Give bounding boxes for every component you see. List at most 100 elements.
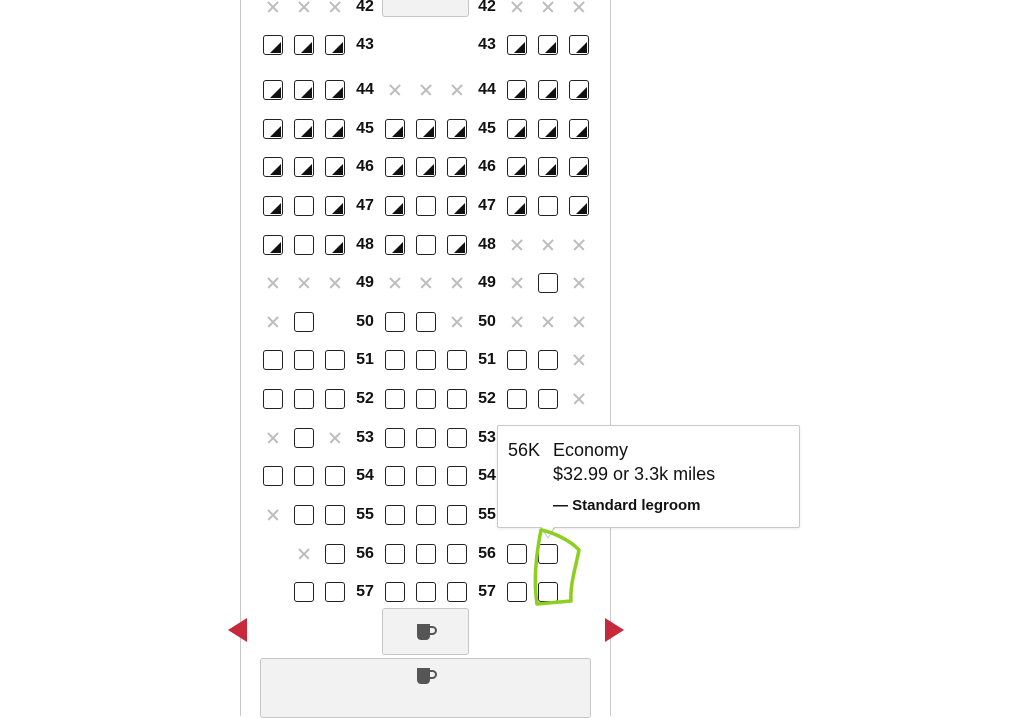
seat-43-left-1[interactable] [263, 35, 283, 55]
seat-46-right-3[interactable] [569, 157, 589, 177]
seat-53-left-2[interactable] [294, 428, 314, 448]
seat-52-center-3[interactable] [447, 389, 467, 409]
seat-45-right-1[interactable] [507, 119, 527, 139]
seat-54-left-1[interactable] [263, 466, 283, 486]
seat-47-right-3[interactable] [569, 196, 589, 216]
seat-56-center-1[interactable] [385, 544, 405, 564]
seat-47-center-3[interactable] [447, 196, 467, 216]
seat-43-left-3[interactable] [325, 35, 345, 55]
seat-46-right-2[interactable] [538, 157, 558, 177]
seat-47-right-1[interactable] [507, 196, 527, 216]
seat-45-left-2[interactable] [294, 119, 314, 139]
seat-55-left-2[interactable] [294, 505, 314, 525]
seat-57-right-2[interactable] [538, 582, 558, 602]
seat-53-center-2[interactable] [416, 428, 436, 448]
seat-52-right-2[interactable] [538, 389, 558, 409]
unavailable-seat-icon [569, 312, 589, 332]
seat-52-right-1[interactable] [507, 389, 527, 409]
seat-44-left-1[interactable] [263, 80, 283, 100]
seat-52-left-1[interactable] [263, 389, 283, 409]
seat-47-center-1[interactable] [385, 196, 405, 216]
seat-50-center-1[interactable] [385, 312, 405, 332]
seat-43-left-2[interactable] [294, 35, 314, 55]
seat-51-center-2[interactable] [416, 350, 436, 370]
seat-48-center-1[interactable] [385, 235, 405, 255]
seat-52-center-1[interactable] [385, 389, 405, 409]
seat-46-center-1[interactable] [385, 157, 405, 177]
seat-43-right-3[interactable] [569, 35, 589, 55]
seat-44-left-3[interactable] [325, 80, 345, 100]
seat-56-center-2[interactable] [416, 544, 436, 564]
seat-46-left-3[interactable] [325, 157, 345, 177]
seat-56-right-1[interactable] [507, 544, 527, 564]
seat-51-left-3[interactable] [325, 350, 345, 370]
seat-51-center-1[interactable] [385, 350, 405, 370]
seat-57-center-3[interactable] [447, 582, 467, 602]
seat-47-left-1[interactable] [263, 196, 283, 216]
seat-51-right-1[interactable] [507, 350, 527, 370]
seat-47-center-2[interactable] [416, 196, 436, 216]
seat-48-left-3[interactable] [325, 235, 345, 255]
seat-48-center-3[interactable] [447, 235, 467, 255]
seat-45-center-2[interactable] [416, 119, 436, 139]
seat-54-center-2[interactable] [416, 466, 436, 486]
seat-51-left-2[interactable] [294, 350, 314, 370]
seat-56-right-2[interactable] [538, 544, 558, 564]
seat-49-right-2[interactable] [538, 273, 558, 293]
seat-45-left-3[interactable] [325, 119, 345, 139]
seat-48-left-1[interactable] [263, 235, 283, 255]
seat-45-right-3[interactable] [569, 119, 589, 139]
unavailable-seat-icon [325, 428, 345, 448]
seat-55-left-3[interactable] [325, 505, 345, 525]
seat-50-left-2[interactable] [294, 312, 314, 332]
seat-51-center-3[interactable] [447, 350, 467, 370]
seat-57-right-1[interactable] [507, 582, 527, 602]
seat-50-center-2[interactable] [416, 312, 436, 332]
seat-47-left-3[interactable] [325, 196, 345, 216]
seat-57-left-3[interactable] [325, 582, 345, 602]
seat-43-right-1[interactable] [507, 35, 527, 55]
seat-53-center-1[interactable] [385, 428, 405, 448]
seat-52-center-2[interactable] [416, 389, 436, 409]
seat-47-left-2[interactable] [294, 196, 314, 216]
seat-46-right-1[interactable] [507, 157, 527, 177]
seat-54-left-2[interactable] [294, 466, 314, 486]
seat-44-right-2[interactable] [538, 80, 558, 100]
seat-47-right-2[interactable] [538, 196, 558, 216]
seat-56-left-3[interactable] [325, 544, 345, 564]
seat-44-right-3[interactable] [569, 80, 589, 100]
seat-54-center-1[interactable] [385, 466, 405, 486]
seat-44-left-2[interactable] [294, 80, 314, 100]
row-number: 42 [478, 0, 496, 15]
seat-52-left-3[interactable] [325, 389, 345, 409]
seat-51-left-1[interactable] [263, 350, 283, 370]
seat-48-left-2[interactable] [294, 235, 314, 255]
seat-45-center-1[interactable] [385, 119, 405, 139]
seat-43-right-2[interactable] [538, 35, 558, 55]
seat-57-center-1[interactable] [385, 582, 405, 602]
seat-54-left-3[interactable] [325, 466, 345, 486]
seat-46-center-2[interactable] [416, 157, 436, 177]
seat-57-center-2[interactable] [416, 582, 436, 602]
seat-52-left-2[interactable] [294, 389, 314, 409]
seat-53-center-3[interactable] [447, 428, 467, 448]
seat-55-center-3[interactable] [447, 505, 467, 525]
unavailable-seat-icon [569, 350, 589, 370]
seat-44-right-1[interactable] [507, 80, 527, 100]
seat-46-left-2[interactable] [294, 157, 314, 177]
seat-55-center-2[interactable] [416, 505, 436, 525]
seat-51-right-2[interactable] [538, 350, 558, 370]
seat-48-center-2[interactable] [416, 235, 436, 255]
unavailable-seat-icon [538, 312, 558, 332]
seat-55-center-1[interactable] [385, 505, 405, 525]
seat-46-center-3[interactable] [447, 157, 467, 177]
seat-45-left-1[interactable] [263, 119, 283, 139]
seat-46-left-1[interactable] [263, 157, 283, 177]
seat-57-left-2[interactable] [294, 582, 314, 602]
seat-45-center-3[interactable] [447, 119, 467, 139]
seat-45-right-2[interactable] [538, 119, 558, 139]
unavailable-seat-icon [447, 273, 467, 293]
unavailable-seat-icon [294, 544, 314, 564]
seat-56-center-3[interactable] [447, 544, 467, 564]
seat-54-center-3[interactable] [447, 466, 467, 486]
